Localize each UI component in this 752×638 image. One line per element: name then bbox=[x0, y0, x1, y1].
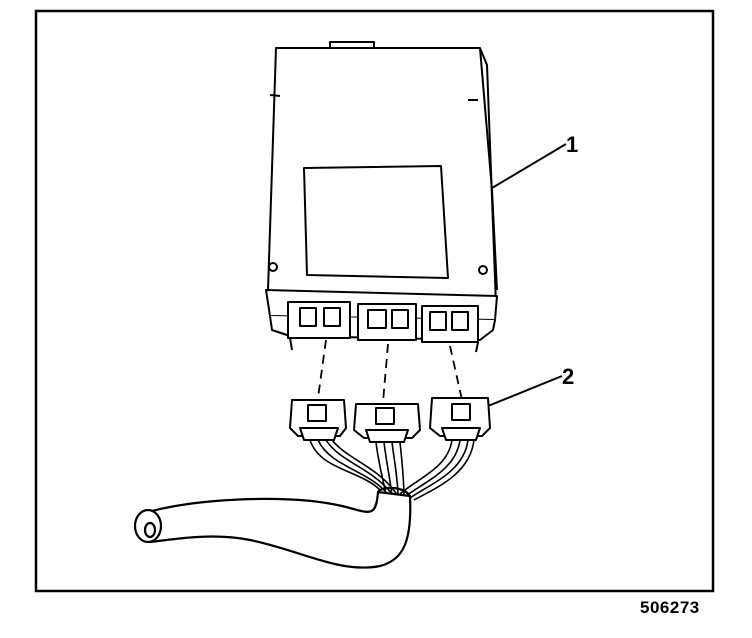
figure-id: 506273 bbox=[640, 598, 700, 617]
harness-wires bbox=[309, 439, 475, 501]
mounting-hole bbox=[478, 265, 488, 275]
control-module bbox=[265, 41, 498, 353]
alignment-lines bbox=[317, 339, 463, 403]
mounting-hole bbox=[268, 262, 278, 272]
figure-frame bbox=[34, 9, 715, 593]
module-label-panel bbox=[303, 165, 449, 279]
callout-leader-1 bbox=[491, 143, 567, 189]
callout-label-1: 1 bbox=[566, 132, 578, 157]
harness-sheath bbox=[133, 486, 412, 569]
callout-label-2: 2 bbox=[562, 364, 574, 389]
callout-leader-2 bbox=[487, 375, 563, 407]
harness-connectors bbox=[289, 397, 491, 443]
